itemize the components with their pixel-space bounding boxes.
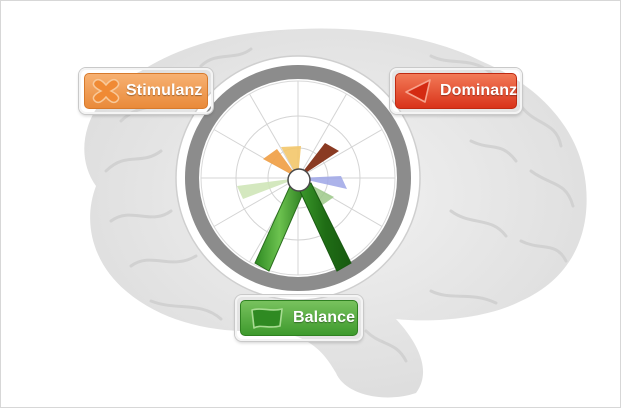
dominanz-button[interactable]: Dominanz bbox=[390, 68, 522, 114]
flag-icon bbox=[251, 308, 283, 329]
x-shape-icon bbox=[92, 78, 120, 104]
stimulanz-label: Stimulanz bbox=[126, 82, 203, 99]
wheel-hub bbox=[287, 168, 311, 192]
triangle-arrow-icon bbox=[405, 79, 431, 103]
dominanz-label: Dominanz bbox=[440, 82, 518, 99]
balance-button[interactable]: Balance bbox=[235, 295, 363, 341]
balance-label: Balance bbox=[293, 309, 356, 326]
stimulanz-button[interactable]: Stimulanz bbox=[79, 68, 213, 114]
